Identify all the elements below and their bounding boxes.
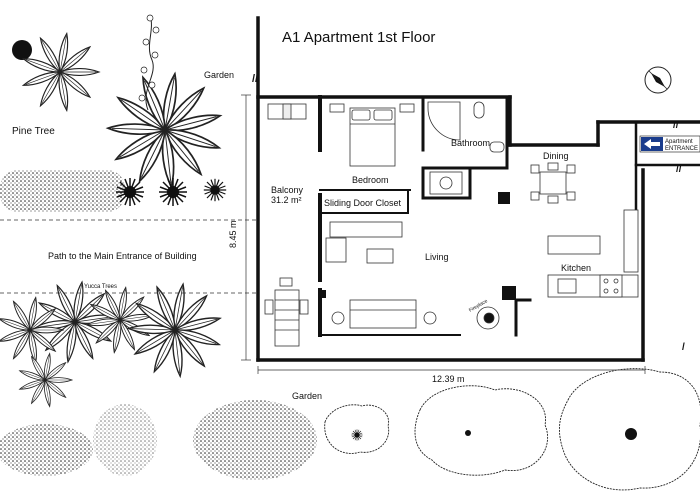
entrance-label-2: ENTRANCE <box>665 146 698 152</box>
label-garden-top: Garden <box>204 70 234 80</box>
room-kitchen: Kitchen <box>561 263 591 273</box>
hedge-bottom-3 <box>193 400 317 480</box>
label-pine-tree: Pine Tree <box>12 126 55 137</box>
svg-text://: // <box>676 164 682 175</box>
room-dining: Dining <box>543 151 569 161</box>
compass-icon <box>644 66 672 94</box>
hedge-top <box>0 170 125 212</box>
room-balcony: Balcony <box>271 185 304 195</box>
label-garden-bottom: Garden <box>292 391 322 401</box>
dimension-width: 12.39 m <box>432 374 465 384</box>
garden-left: Garden Pine Tree Path to the Main Entran… <box>0 14 322 480</box>
plant-yucca-5 <box>18 352 73 408</box>
svg-text://: // <box>252 73 258 85</box>
label-path: Path to the Main Entrance of Building <box>48 251 197 261</box>
room-closet: Sliding Door Closet <box>324 198 402 208</box>
entrance-sign: Apartment ENTRANCE <box>639 135 700 153</box>
dimension-lines: 8.45 m 12.39 m // <box>228 73 646 384</box>
columns <box>318 192 516 300</box>
entrance-label-1: Apartment <box>665 139 693 145</box>
balcony-area: 31.2 m² <box>271 195 302 205</box>
trees-bottom <box>324 368 700 491</box>
label-yucca-trees: Yucca Trees <box>84 284 117 290</box>
hedge-bottom-2 <box>93 404 157 476</box>
page-title: A1 Apartment 1st Floor <box>282 29 435 46</box>
room-bedroom: Bedroom <box>352 175 389 185</box>
hedge-bottom-1 <box>0 424 93 476</box>
room-living: Living <box>425 252 449 262</box>
sun-marker-icon <box>12 40 32 60</box>
furniture <box>264 101 639 347</box>
plant-large-top-center <box>107 72 223 189</box>
svg-text:/: / <box>682 342 685 353</box>
room-bathroom: Bathroom <box>451 138 490 148</box>
plant-large-top-left <box>21 32 100 112</box>
dimension-height: 8.45 m <box>228 220 238 248</box>
svg-text://: // <box>673 120 679 131</box>
